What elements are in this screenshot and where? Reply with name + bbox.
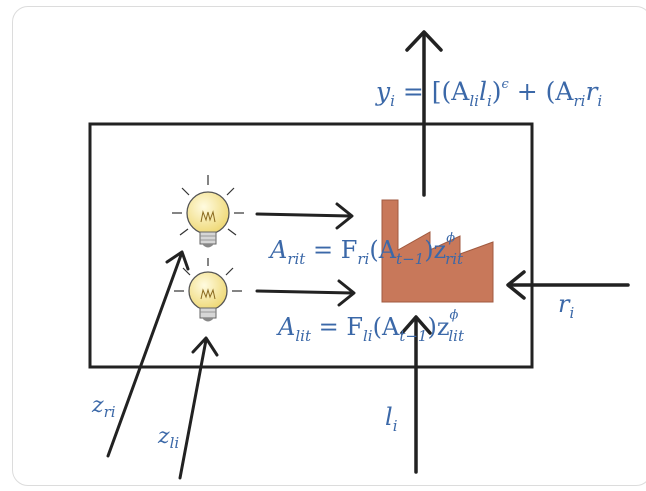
diagram-frame: [12, 6, 646, 486]
label-r: ri: [558, 290, 574, 322]
arrow-input-r: [506, 270, 630, 300]
output-equation: yi = [(Alili)ϵ + (Ariri: [375, 77, 602, 110]
arrow-output-y: [405, 30, 443, 197]
arrow-input-z-li: [178, 336, 219, 480]
lightbulb-icon-top: [172, 175, 244, 248]
factory-icon: [381, 199, 494, 303]
label-z-ri: zri: [91, 393, 116, 421]
arrow-input-z-ri: [106, 250, 190, 458]
arrow-bulb-top-to-factory: [255, 202, 354, 230]
arrow-bulb-bottom-to-factory: [255, 279, 356, 307]
label-l: li: [385, 403, 398, 435]
economy-box: [88, 122, 534, 369]
lightbulb-icon-bottom: [174, 258, 242, 322]
arrow-input-l: [400, 315, 432, 474]
label-z-li: zli: [157, 424, 179, 452]
